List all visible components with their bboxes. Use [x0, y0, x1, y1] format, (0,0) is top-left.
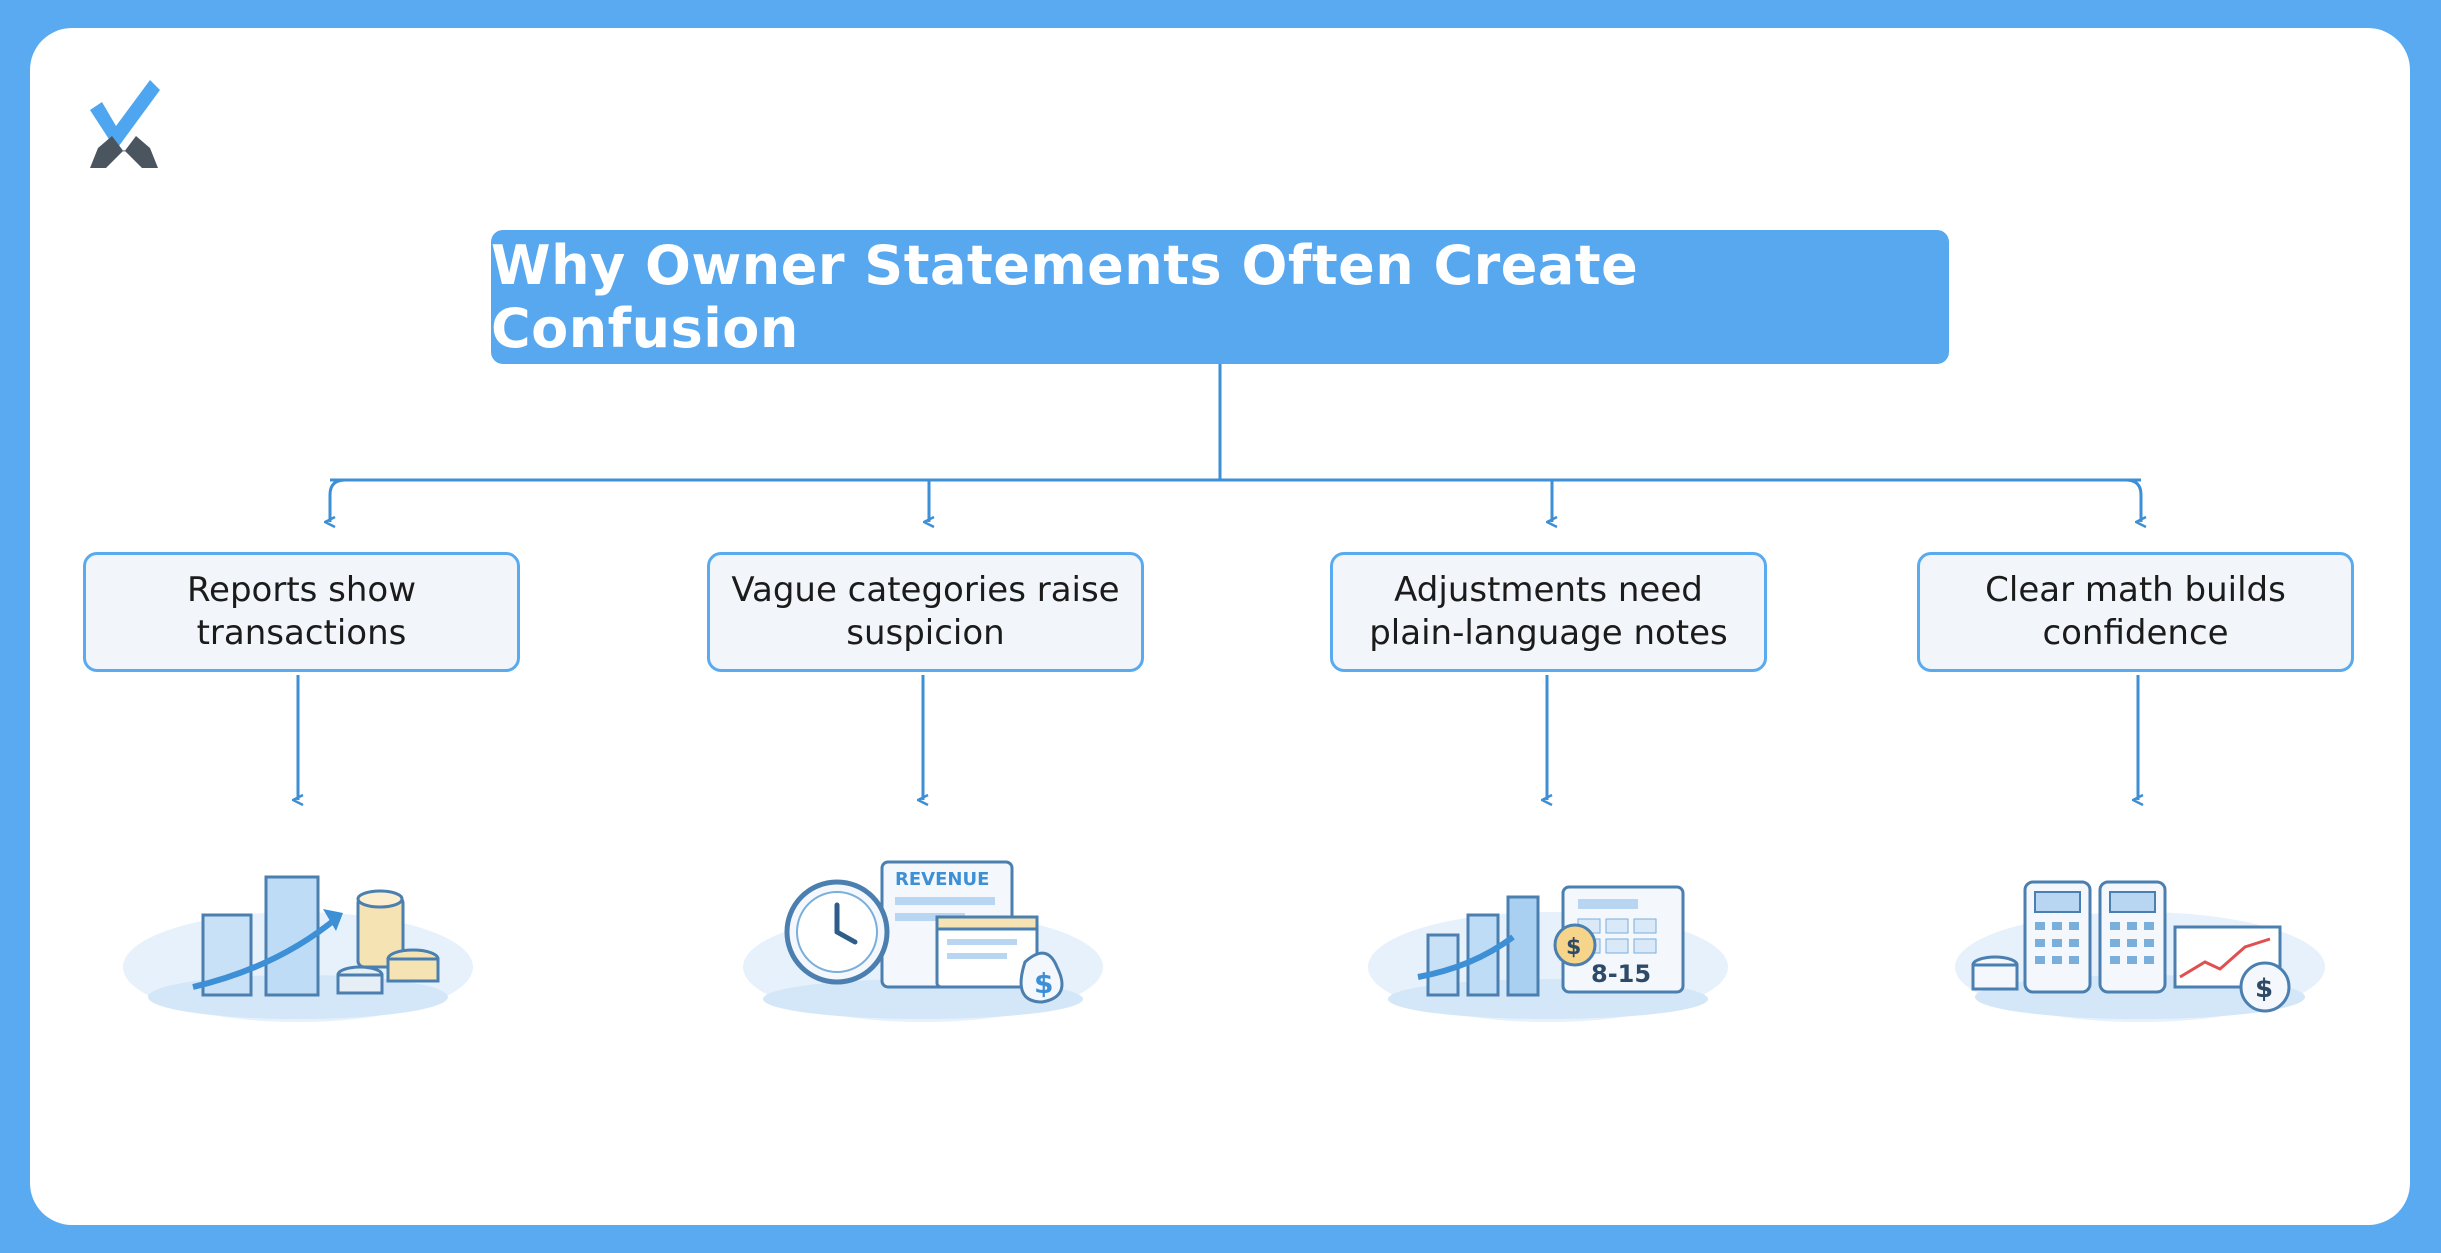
currency-symbol: $: [2255, 974, 2273, 1004]
currency-symbol: $: [1034, 967, 1053, 1000]
currency-symbol: $: [1566, 935, 1581, 960]
node-vague-categories: Vague categories raise suspicion: [707, 552, 1144, 672]
clock-revenue-report-icon: REVENUE $: [737, 847, 1109, 1027]
node-reports-show-transactions: Reports show transactions: [83, 552, 520, 672]
node-label: Reports show transactions: [186, 570, 417, 653]
node-clear-math: Clear math builds confidence: [1917, 552, 2354, 672]
node-label: Adjustments need plain-language notes: [1369, 570, 1728, 653]
diagram-title-box: Why Owner Statements Often Create Confus…: [491, 230, 1949, 364]
calendar-range-label: 8-15: [1591, 960, 1651, 988]
diagram-title: Why Owner Statements Often Create Confus…: [491, 234, 1639, 360]
revenue-label: REVENUE: [895, 869, 989, 890]
bar-chart-calendar-icon: 8-15 $: [1363, 847, 1733, 1027]
bar-chart-coins-icon: [118, 847, 478, 1027]
node-label: Vague categories raise suspicion: [731, 570, 1120, 653]
calculators-line-chart-icon: $: [1950, 847, 2330, 1027]
brand-logo-icon: [90, 80, 160, 168]
node-adjustments-notes: Adjustments need plain-language notes: [1330, 552, 1767, 672]
node-label: Clear math builds confidence: [1985, 570, 2286, 653]
